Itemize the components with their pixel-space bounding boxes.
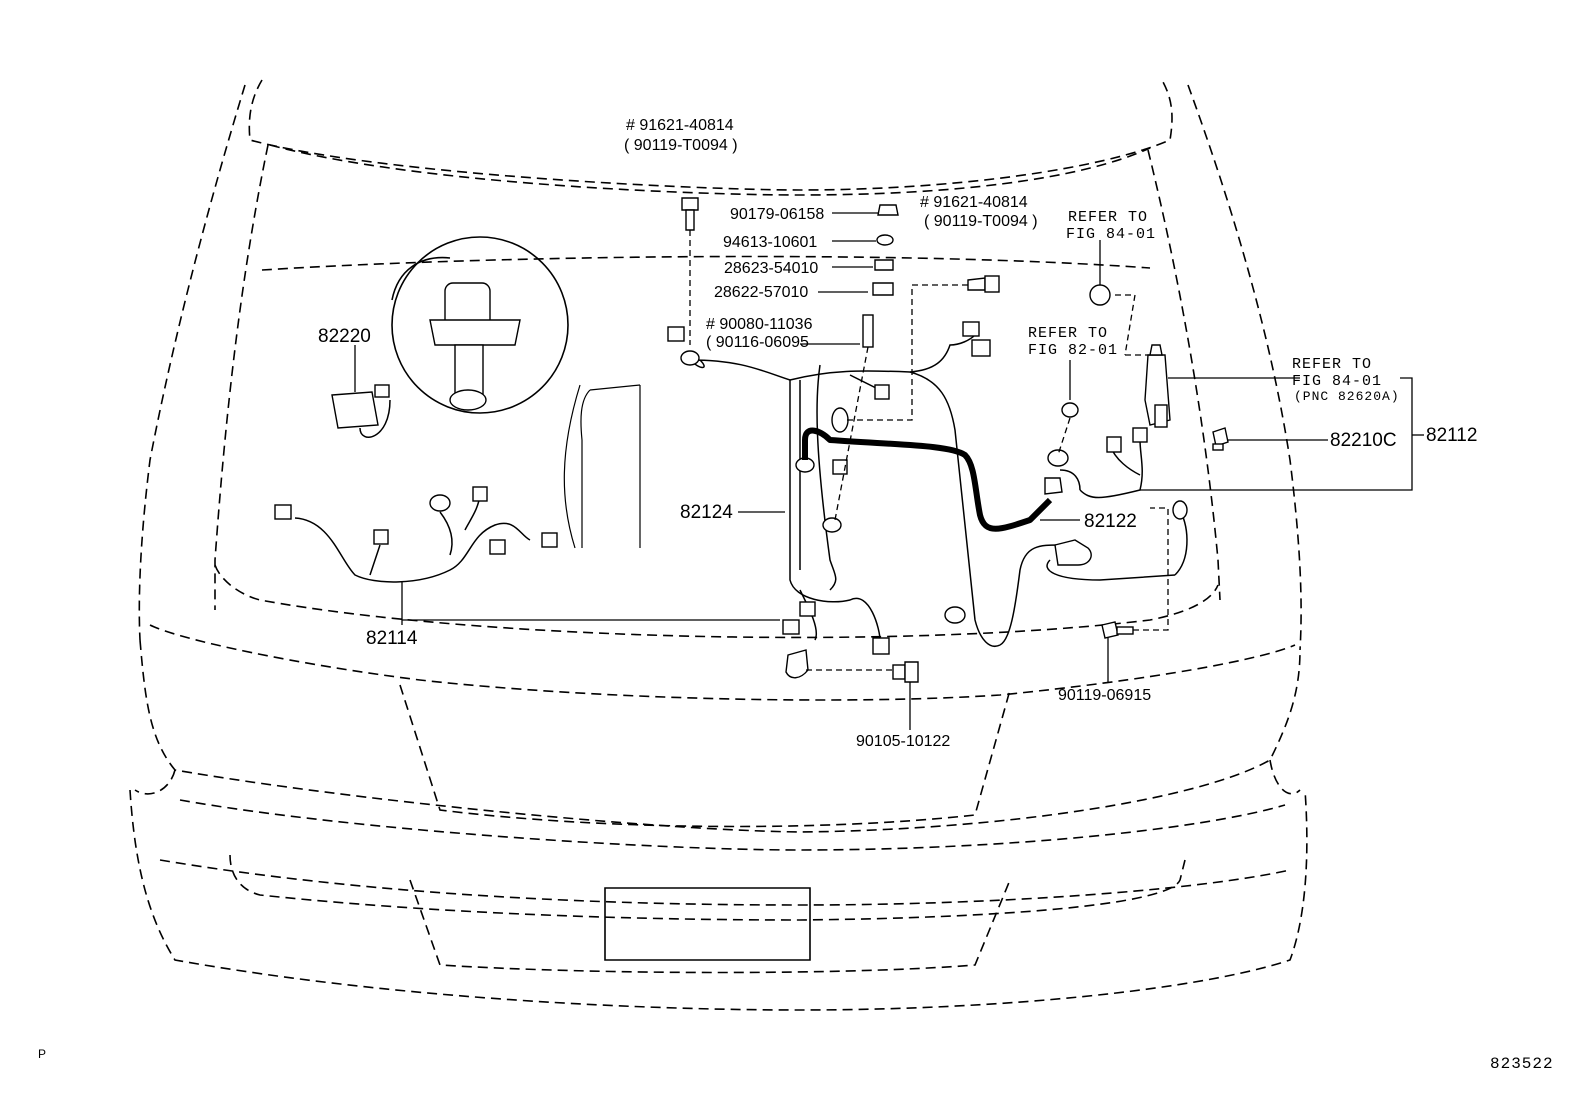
vehicle-outline <box>129 79 1308 1011</box>
label-ref84-top-1: REFER TO <box>1068 209 1148 226</box>
label-cable-82122: 82122 <box>1084 511 1137 532</box>
corner-mark: P <box>38 1047 46 1061</box>
relay-82220 <box>331 345 391 438</box>
label-fuse-82210c: 82210C <box>1330 430 1397 451</box>
label-harness-82112: 82112 <box>1426 425 1477 446</box>
label-bolt-right-front: 90119-06915 <box>1058 687 1151 704</box>
label-ref84-side-3: (PNC 82620A) <box>1294 389 1400 404</box>
brake-booster <box>391 236 569 414</box>
label-relay-82220: 82220 <box>318 326 371 347</box>
label-ref84-side-2: FIG 84-01 <box>1292 373 1382 390</box>
label-bolt-top-b: ( 90119-T0094 ) <box>624 137 738 154</box>
label-nut-1: 90179-06158 <box>730 206 824 223</box>
label-ref82-1: REFER TO <box>1028 325 1108 342</box>
label-ref82-2: FIG 82-01 <box>1028 342 1118 359</box>
figure-number: 823522 <box>1490 1055 1554 1073</box>
label-bolt-top-a: # 91621-40814 <box>626 117 734 134</box>
harness-82124 <box>667 321 1188 679</box>
label-washer-1: 94613-10601 <box>723 234 817 251</box>
label-bolt-front: 90105-10122 <box>856 733 950 750</box>
bracket-82112 <box>1140 377 1424 491</box>
label-bolt-right-b: ( 90119-T0094 ) <box>924 213 1038 230</box>
label-harness-82114: 82114 <box>366 628 418 649</box>
label-bolt-right-a: # 91621-40814 <box>920 194 1028 211</box>
fusible-link-block <box>1125 344 1300 428</box>
label-stud-a: # 90080-11036 <box>706 316 813 333</box>
fuse-82210c <box>1212 427 1328 451</box>
cable-82122 <box>802 427 1080 532</box>
label-grommet-1: 28623-54010 <box>724 260 818 277</box>
harness-82114 <box>274 486 780 625</box>
callout-labels: # 91621-40814 ( 90119-T0094 ) 90179-0615… <box>38 117 1554 1073</box>
label-ref84-side-1: REFER TO <box>1292 356 1372 373</box>
fasteners <box>681 197 1169 730</box>
label-grommet-2: 28622-57010 <box>714 284 808 301</box>
label-stud-b: ( 90116-06095 <box>706 334 809 351</box>
label-harness-82124: 82124 <box>680 502 733 523</box>
label-ref84-top-2: FIG 84-01 <box>1066 226 1156 243</box>
